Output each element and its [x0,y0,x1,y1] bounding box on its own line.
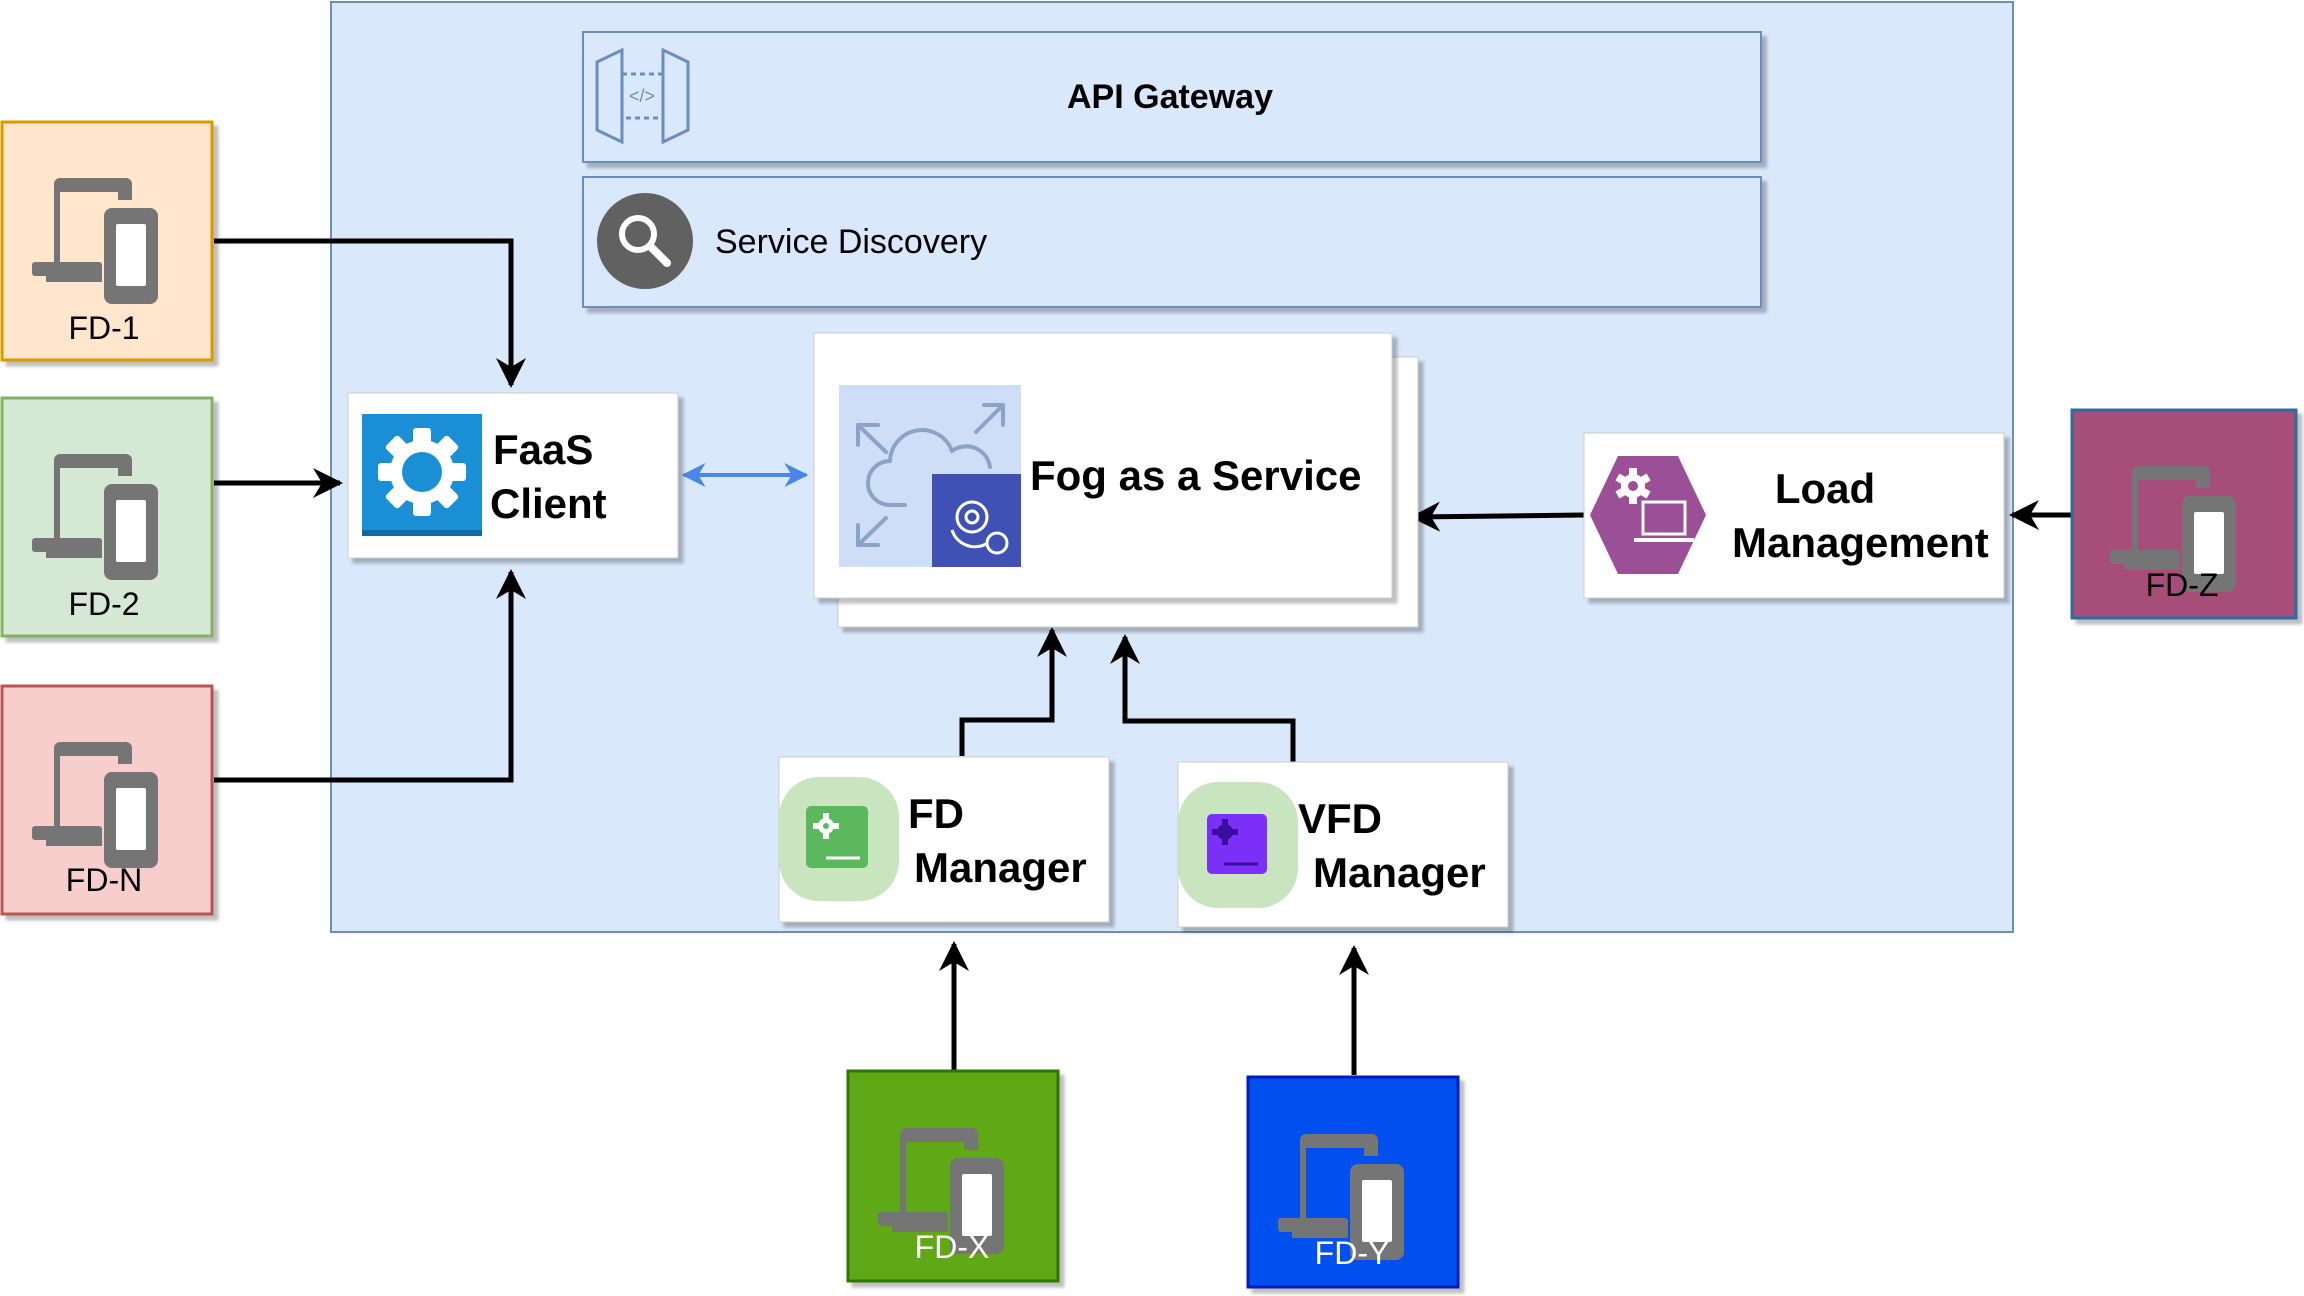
load-management-label-line2: Management [1732,519,1989,566]
vfd-manager-box: VFD Manager [1177,761,1509,928]
device-fdy: FD-Y [1246,1075,1460,1289]
service-discovery-box: Service Discovery [582,176,1762,308]
api-gateway-label: API Gateway [1067,78,1273,116]
load-management-label-line1: Load [1775,465,1875,512]
vfd-manager-label-line2: Manager [1313,849,1486,896]
device-fd1: FD-1 [0,120,214,362]
api-gateway-box: </> API Gateway [582,31,1762,163]
edge-fdmanager-fog [959,627,1067,756]
fd-manager-box: FD Manager [778,756,1110,923]
faas-client-label-line1: FaaS [493,426,593,473]
faas-client-label-line2: Client [490,480,607,527]
device-label: FD-X [915,1229,990,1265]
device-fd2: FD-2 [0,396,214,638]
gear-icon [362,414,482,536]
fog-as-a-service-box: Fog as a Service [813,332,1419,628]
device-fdn: FD-N [0,684,214,916]
device-fdz: FD-Z [2070,408,2298,620]
device-label: FD-N [66,862,142,898]
connectors [214,238,2072,1075]
edge-load-fog [1410,501,1585,532]
fd-manager-label-line2: Manager [914,844,1087,891]
edge-fdn-faas [214,569,526,783]
service-discovery-label: Service Discovery [715,223,987,261]
device-fdx: FD-X [846,1069,1060,1283]
device-label: FD-2 [68,586,139,622]
vfd-manager-label-line1: VFD [1298,795,1382,842]
fog-as-a-service-label: Fog as a Service [1030,452,1362,499]
laptop-gear-icon [1590,456,1706,574]
chip-icon [1178,782,1298,908]
cloud-scaling-icon [839,385,1021,567]
edge-vfdmanager-fog [1110,634,1296,762]
load-management-box: Load Management [1583,432,2005,599]
svg-text:</>: </> [629,86,655,106]
api-gateway-icon: </> [595,47,690,145]
device-label: FD-Z [2146,567,2219,603]
chip-icon [779,777,899,901]
device-label: FD-1 [68,310,139,346]
fd-manager-label-line1: FD [908,790,964,837]
device-label: FD-Y [1315,1235,1390,1271]
edge-fd1-faas [214,238,526,388]
faas-client-box: FaaS Client [347,392,679,559]
search-icon [597,193,693,289]
